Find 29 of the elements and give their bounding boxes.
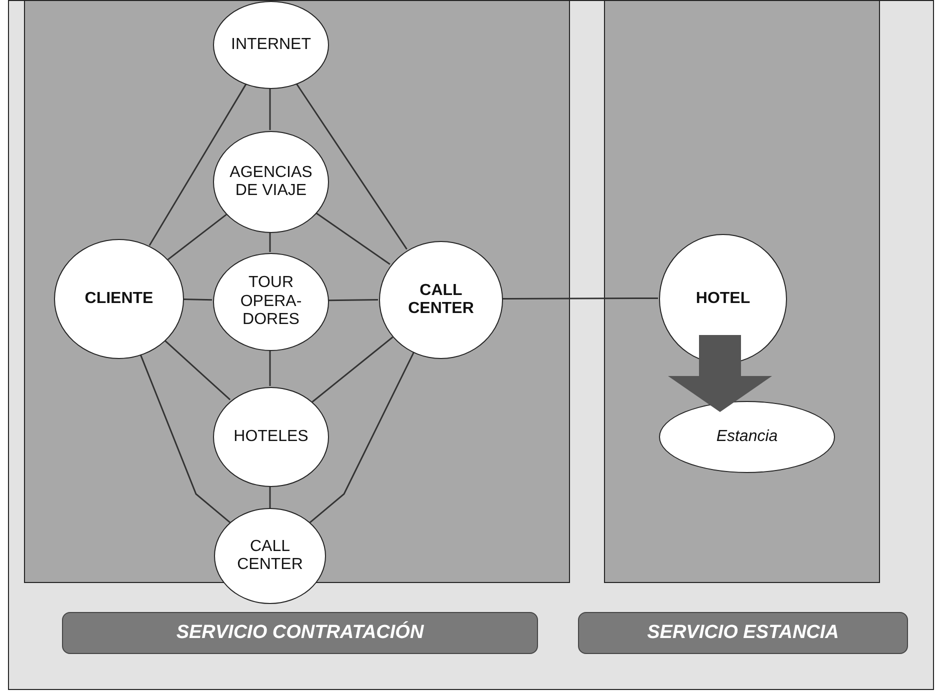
panel-background bbox=[604, 0, 880, 583]
connector-line bbox=[328, 298, 378, 302]
connector-line bbox=[310, 352, 414, 524]
node-label: Estancia bbox=[715, 428, 779, 446]
connector-line bbox=[269, 350, 271, 386]
node-label: INTERNET bbox=[230, 36, 312, 54]
panel-background bbox=[24, 0, 570, 583]
connector-line bbox=[296, 82, 408, 250]
node-label: TOUR OPERA- DORES bbox=[239, 274, 303, 330]
connector-line bbox=[182, 298, 212, 301]
node-label: HOTEL bbox=[694, 290, 752, 308]
node-label: CALL CENTER bbox=[407, 282, 475, 318]
connector-line bbox=[164, 340, 231, 400]
section-banner: SERVICIO CONTRATACIÓN bbox=[62, 612, 538, 654]
connector-line bbox=[315, 212, 390, 265]
node-label: CLIENTE bbox=[84, 290, 154, 308]
connector-line bbox=[502, 297, 658, 300]
connector-line bbox=[148, 84, 247, 246]
node-label: HOTELES bbox=[232, 428, 310, 446]
connector-line bbox=[269, 88, 271, 130]
connector-line bbox=[140, 354, 230, 524]
connector-line bbox=[167, 214, 227, 260]
node-label: CALL CENTER bbox=[236, 538, 304, 574]
connector-line bbox=[269, 486, 271, 508]
connector-line bbox=[269, 232, 271, 252]
section-banner: SERVICIO ESTANCIA bbox=[578, 612, 908, 654]
arrow bbox=[668, 335, 772, 412]
connector-line bbox=[312, 336, 394, 402]
node-label: AGENCIAS DE VIAJE bbox=[228, 164, 314, 200]
